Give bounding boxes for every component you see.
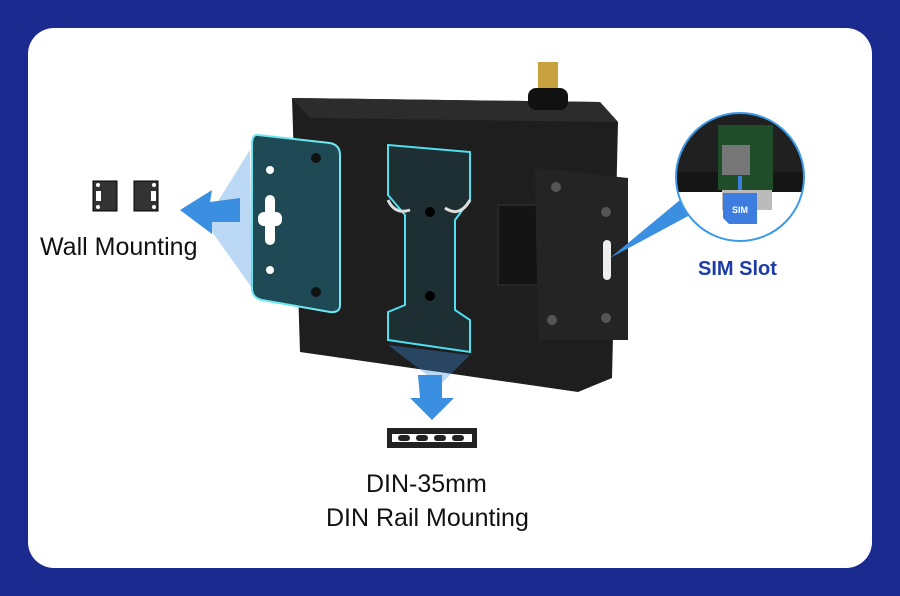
antenna-connector (528, 62, 568, 110)
wall-mount-icon (92, 180, 159, 212)
right-mounting-bracket (535, 168, 628, 340)
sim-slot-inset: SIM (675, 112, 805, 242)
din-rail-icon (387, 428, 477, 448)
wall-mount-bracket (251, 133, 341, 314)
din-rail-clip (386, 143, 472, 354)
wall-mounting-label: Wall Mounting (40, 233, 198, 261)
sim-arrow (610, 200, 690, 258)
sim-slot-label: SIM Slot (698, 258, 777, 280)
din-arrow (388, 345, 470, 420)
sim-card-icon (723, 193, 757, 224)
wall-arrow (180, 150, 252, 288)
din-size-label: DIN-35mm (366, 470, 487, 498)
din-rail-mounting-label: DIN Rail Mounting (326, 504, 529, 532)
sim-card-label: SIM (732, 205, 748, 215)
